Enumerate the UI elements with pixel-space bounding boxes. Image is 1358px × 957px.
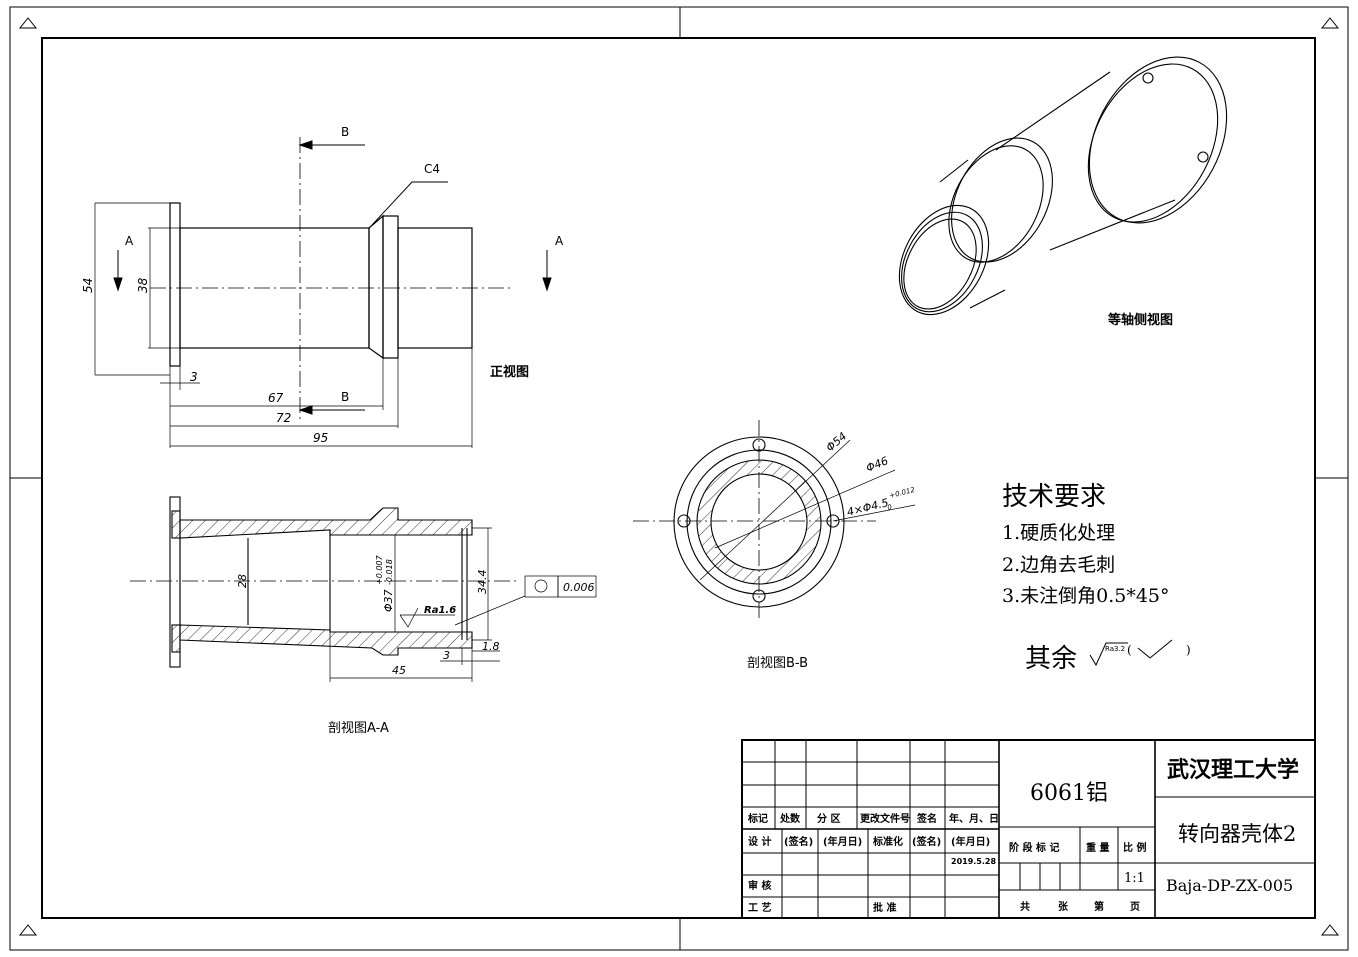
section-letter-b-top: B (341, 125, 349, 139)
title-block-text: 6061铝 武汉理工大学 转向器壳体2 Baja-DP-ZX-005 标记 处数… (747, 757, 1299, 914)
tech-requirements: 技术要求 1.硬质化处理 2.边角去毛刺 3.未注倒角0.5*45° 其余 Ra… (1002, 482, 1191, 674)
sheet-frame (9, 6, 1349, 951)
remainder-paren-close: ) (1186, 643, 1191, 657)
dim-bore-tol: Φ37 (382, 589, 395, 612)
dim-flange-thickness: 3 (190, 370, 198, 384)
dim-3-section: 3 (443, 649, 450, 662)
section-a-title: 剖视图A-A (328, 721, 389, 736)
hole-tol: +0.012 (889, 486, 917, 500)
school-name: 武汉理工大学 (1167, 757, 1299, 783)
page-label: 页 (1130, 901, 1140, 913)
section-letter-a-left: A (125, 234, 134, 248)
stage-mark-label: 阶 段 标 记 (1009, 841, 1059, 854)
drawing-number: Baja-DP-ZX-005 (1166, 876, 1293, 895)
no-label: 第 (1094, 900, 1104, 913)
dim-67: 67 (268, 391, 284, 405)
dim-72: 72 (276, 411, 291, 425)
section-b-title: 剖视图B-B (747, 656, 808, 671)
approve-label: 批 准 (873, 901, 896, 914)
scale-label: 比 例 (1123, 841, 1146, 854)
dim-45: 45 (392, 664, 406, 677)
material: 6061铝 (1030, 781, 1108, 806)
dim-28: 28 (236, 574, 249, 588)
dim-46-dia: Φ46 (864, 454, 890, 475)
header-sign: 签名 (916, 812, 937, 825)
dim-34-4: 34.4 (476, 570, 489, 595)
iso-view-title: 等轴侧视图 (1107, 312, 1173, 328)
title-block-grid (741, 739, 1316, 919)
review-label: 审 核 (748, 879, 771, 892)
circularity-tol: 0.006 (563, 581, 595, 594)
header-doc: 更改文件号 (860, 812, 910, 825)
scale-value: 1:1 (1124, 871, 1145, 886)
design-sign: (签名) (784, 835, 813, 848)
tech-req-item-1: 1.硬质化处理 (1002, 522, 1115, 544)
front-view-labels: A A B B C4 54 38 3 67 72 95 正视图 (81, 125, 564, 445)
header-mark: 标记 (747, 812, 768, 825)
remainder-paren-open: ( (1127, 643, 1132, 657)
dim-54-dia: Φ54 (824, 430, 850, 455)
hole-spec: 4×Φ4.5 (846, 496, 890, 519)
section-b-view (633, 420, 916, 618)
dim-95: 95 (313, 431, 328, 445)
dim-1-8: 1.8 (482, 640, 500, 653)
process-label: 工 艺 (748, 901, 771, 914)
tech-req-heading: 技术要求 (1002, 482, 1106, 512)
part-name: 转向器壳体2 (1178, 822, 1296, 846)
hole-tol-low: 0 (887, 503, 894, 512)
design-date-label: (年月日) (823, 835, 862, 848)
remainder-label: 其余 (1025, 644, 1077, 674)
remainder-ra: Ra3.2 (1105, 645, 1125, 653)
standard-sign: (签名) (912, 835, 941, 848)
tech-req-item-2: 2.边角去毛刺 (1002, 554, 1115, 576)
section-letter-a-right: A (555, 234, 564, 248)
roughness-ra: Ra1.6 (424, 605, 456, 616)
dim-bore: 38 (136, 277, 150, 293)
tech-req-item-3: 3.未注倒角0.5*45° (1002, 585, 1170, 607)
standard-label: 标准化 (872, 835, 903, 848)
design-label: 设 计 (748, 835, 771, 848)
header-date: 年、月、日 (949, 812, 999, 825)
tol-upper: +0.007 (375, 554, 384, 585)
dim-overall-height: 54 (81, 278, 95, 293)
section-a-labels: 28 Φ37 +0.007 -0.018 34.4 3 1.8 45 Ra1.6… (236, 554, 595, 736)
header-zone: 分 区 (817, 812, 840, 825)
section-letter-b-bottom: B (341, 390, 349, 404)
total-label: 共 (1020, 900, 1030, 913)
standard-date: (年月日) (951, 835, 990, 848)
section-a-view (130, 496, 597, 682)
front-view-title: 正视图 (490, 364, 529, 380)
roughness-symbols (1089, 639, 1173, 667)
design-date-value: 2019.5.28 (951, 857, 996, 866)
tol-lower: -0.018 (385, 559, 394, 585)
header-count: 处数 (779, 812, 801, 825)
sheets-label: 张 (1058, 900, 1069, 913)
weight-label: 重 量 (1086, 841, 1109, 854)
isometric-view (898, 56, 1228, 316)
front-view (94, 137, 552, 448)
chamfer-note: C4 (424, 162, 440, 176)
